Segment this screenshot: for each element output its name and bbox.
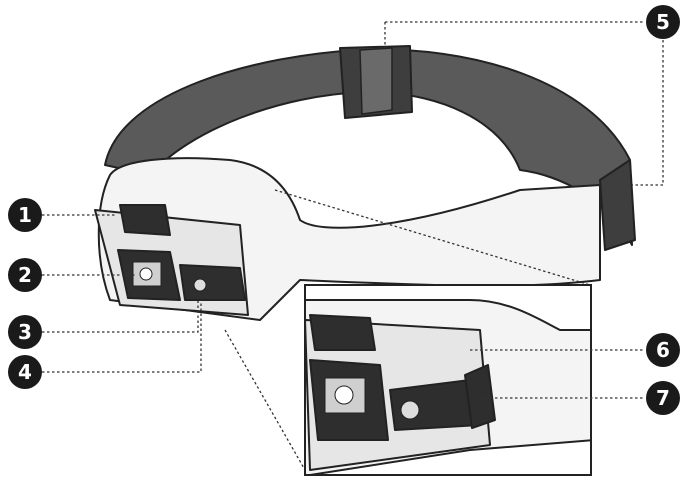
power-button bbox=[119, 204, 171, 236]
main-led bbox=[139, 267, 153, 281]
callout-7: 7 bbox=[646, 381, 680, 415]
svg-text:1: 1 bbox=[18, 203, 32, 227]
detail-inset bbox=[304, 284, 592, 476]
headband-strap bbox=[104, 45, 636, 251]
callout-4: 4 bbox=[8, 355, 42, 389]
svg-text:2: 2 bbox=[18, 263, 32, 287]
callout-6: 6 bbox=[646, 333, 680, 367]
lamp-housing bbox=[94, 157, 601, 321]
svg-text:4: 4 bbox=[18, 360, 32, 384]
callout-1: 1 bbox=[8, 198, 42, 232]
power-button-detail bbox=[309, 314, 376, 351]
svg-text:3: 3 bbox=[18, 320, 32, 344]
svg-text:6: 6 bbox=[656, 338, 670, 362]
callout-3: 3 bbox=[8, 315, 42, 349]
svg-text:5: 5 bbox=[656, 10, 670, 34]
rear-adjuster bbox=[599, 159, 636, 251]
callout-5: 5 bbox=[646, 5, 680, 39]
callout-2: 2 bbox=[8, 258, 42, 292]
svg-text:7: 7 bbox=[656, 386, 670, 410]
sensor bbox=[193, 278, 207, 292]
usb-port-cover bbox=[464, 364, 496, 429]
